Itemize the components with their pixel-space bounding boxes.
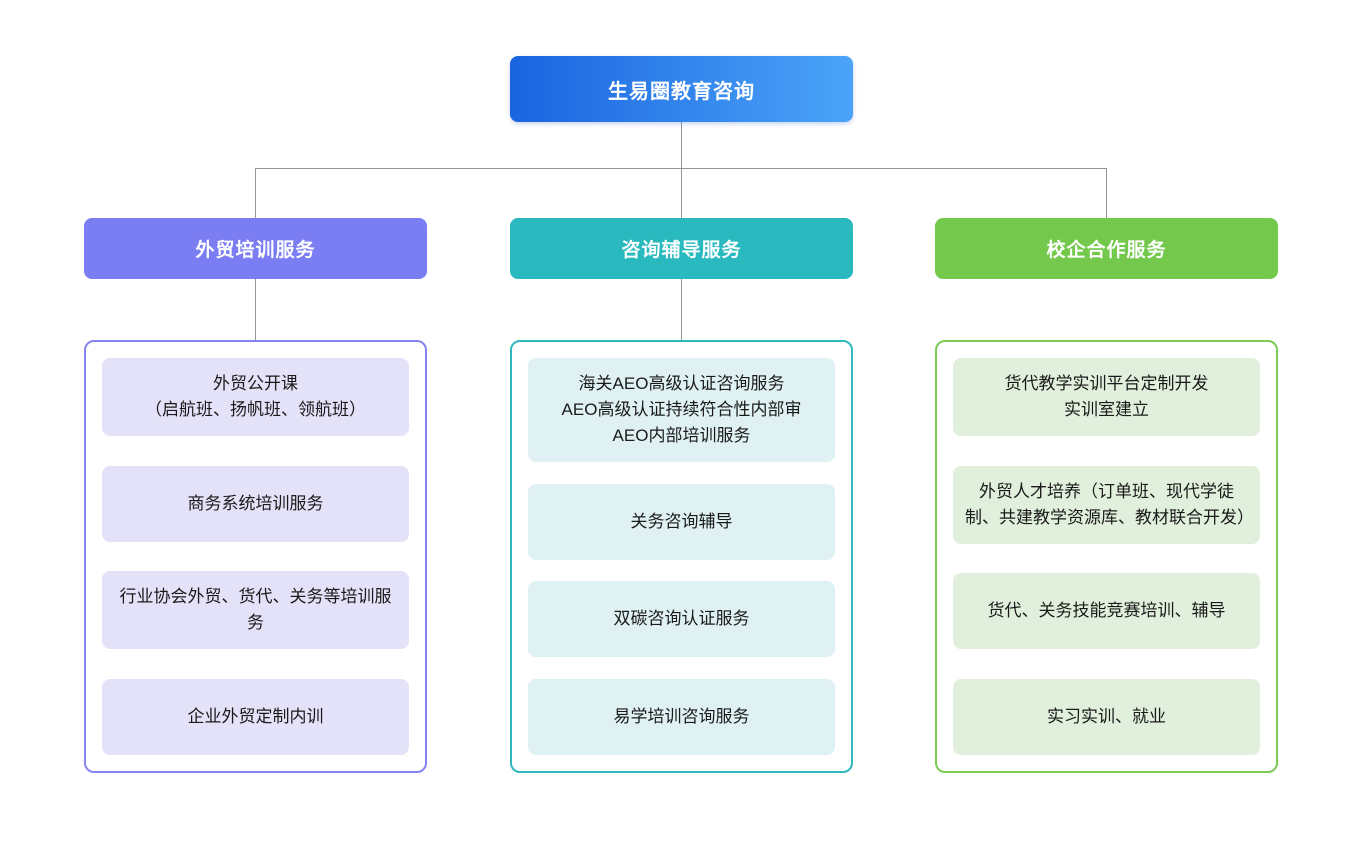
root-node[interactable]: 生易圈教育咨询 (510, 56, 853, 122)
branch-trade-training: 外贸培训服务 外贸公开课 （启航班、扬帆班、领航班） 商务系统培训服务 行业协会… (84, 218, 427, 773)
leaf-item[interactable]: 货代、关务技能竞赛培训、辅导 (953, 573, 1260, 650)
branch-container-school-enterprise: 货代教学实训平台定制开发 实训室建立 外贸人才培养（订单班、现代学徒制、共建教学… (935, 340, 1278, 773)
leaf-item[interactable]: 企业外贸定制内训 (102, 678, 409, 755)
branch-header-consulting[interactable]: 咨询辅导服务 (510, 218, 853, 279)
connector-rail (255, 168, 1106, 169)
branch-school-enterprise: 校企合作服务 货代教学实训平台定制开发 实训室建立 外贸人才培养（订单班、现代学… (935, 218, 1278, 773)
leaf-item[interactable]: 实习实训、就业 (953, 678, 1260, 755)
connector-drop-right (1106, 168, 1107, 218)
branch-consulting: 咨询辅导服务 海关AEO高级认证咨询服务 AEO高级认证持续符合性内部审 AEO… (510, 218, 853, 773)
connector-root-stub (681, 122, 682, 168)
root-label: 生易圈教育咨询 (608, 80, 755, 103)
connector-header-container-left (255, 279, 256, 340)
leaf-item[interactable]: 货代教学实训平台定制开发 实训室建立 (953, 358, 1260, 436)
leaf-item[interactable]: 商务系统培训服务 (102, 465, 409, 542)
leaf-item[interactable]: 外贸公开课 （启航班、扬帆班、领航班） (102, 358, 409, 436)
leaf-item[interactable]: 易学培训咨询服务 (528, 678, 835, 755)
branch-header-school-enterprise[interactable]: 校企合作服务 (935, 218, 1278, 279)
connector-drop-left (255, 168, 256, 218)
leaf-item[interactable]: 外贸人才培养（订单班、现代学徒制、共建教学资源库、教材联合开发） (953, 465, 1260, 544)
leaf-item[interactable]: 双碳咨询认证服务 (528, 581, 835, 658)
branch-container-trade-training: 外贸公开课 （启航班、扬帆班、领航班） 商务系统培训服务 行业协会外贸、货代、关… (84, 340, 427, 773)
connector-drop-center (681, 168, 682, 218)
leaf-item[interactable]: 关务咨询辅导 (528, 483, 835, 560)
connector-header-container-center (681, 279, 682, 340)
leaf-item[interactable]: 海关AEO高级认证咨询服务 AEO高级认证持续符合性内部审 AEO内部培训服务 (528, 358, 835, 462)
leaf-item[interactable]: 行业协会外贸、货代、关务等培训服务 (102, 571, 409, 650)
branch-header-trade-training[interactable]: 外贸培训服务 (84, 218, 427, 279)
branch-container-consulting: 海关AEO高级认证咨询服务 AEO高级认证持续符合性内部审 AEO内部培训服务 … (510, 340, 853, 773)
